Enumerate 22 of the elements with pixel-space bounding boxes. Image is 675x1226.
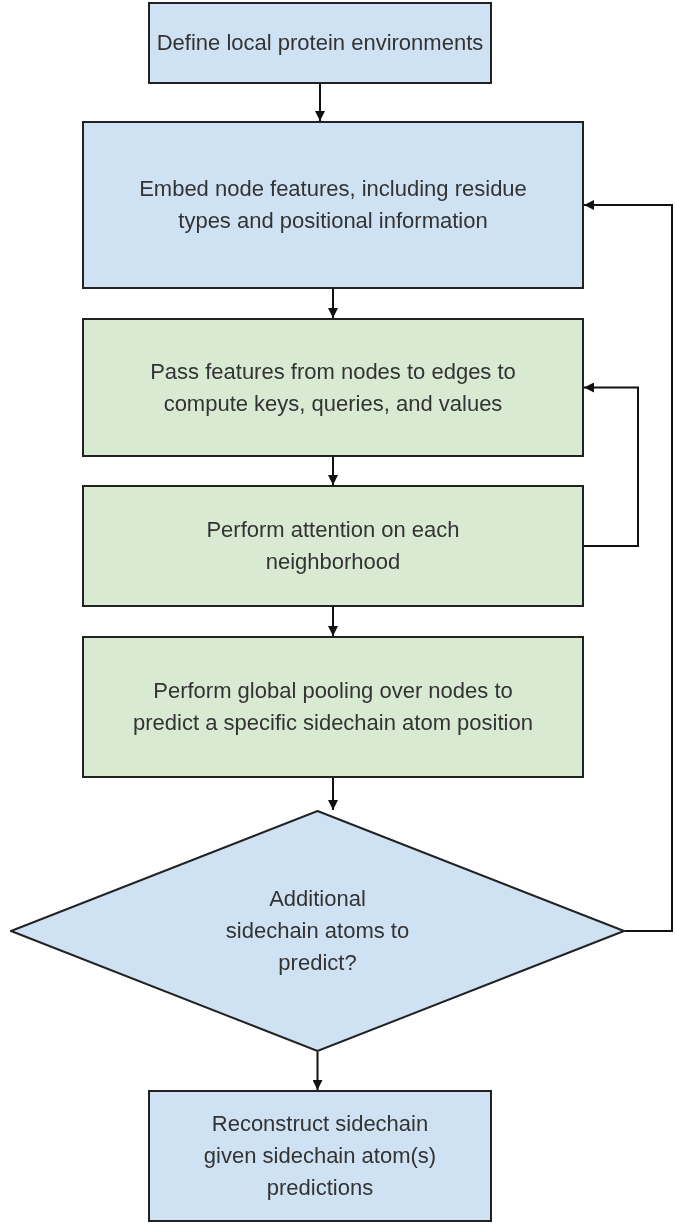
process-box: [82, 636, 584, 778]
step-text: Define local protein environments: [156, 29, 484, 57]
step-text: Pass features from nodes to edges to compute keys, queries, and values: [149, 357, 517, 418]
process-box: [82, 485, 584, 607]
decision-diamond: [10, 810, 625, 1052]
step-text: Perform attention on each neighborhood: [205, 516, 461, 576]
arrow: [328, 606, 338, 637]
process-box: [82, 121, 584, 289]
step-text: Embed node features, including residue types and positional information: [138, 175, 528, 235]
arrow: [328, 456, 338, 486]
arrow: [328, 777, 338, 811]
arrow: [583, 382, 639, 547]
arrow: [315, 83, 325, 122]
process-box: [148, 1090, 492, 1222]
arrow: [583, 200, 673, 932]
process-box: [82, 318, 584, 457]
arrow: [328, 288, 338, 319]
arrow: [312, 1051, 323, 1091]
process-box: [148, 2, 492, 84]
step-text: Additional sidechain atoms to predict?: [224, 885, 411, 977]
step-text: Perform global pooling over nodes to predict a specific sidechain atom position: [133, 677, 533, 737]
step-text: Reconstruct sidechain given sidechain atom(s) predictions: [202, 1110, 438, 1202]
